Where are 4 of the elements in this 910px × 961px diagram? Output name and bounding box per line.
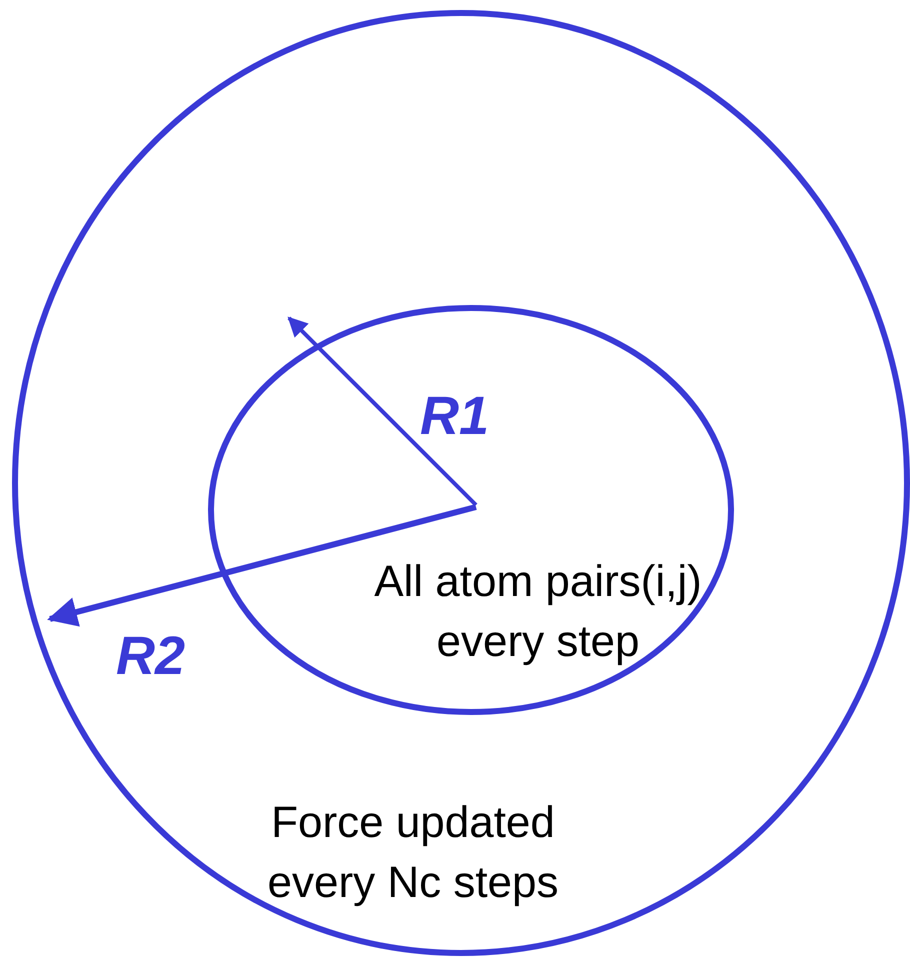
dimension-label: R1 xyxy=(420,386,490,446)
region-label: Force updated every Nc steps xyxy=(266,797,560,909)
region-label: All atom pairs(i,j) every step xyxy=(373,556,703,668)
dimension-label: R2 xyxy=(116,626,186,686)
